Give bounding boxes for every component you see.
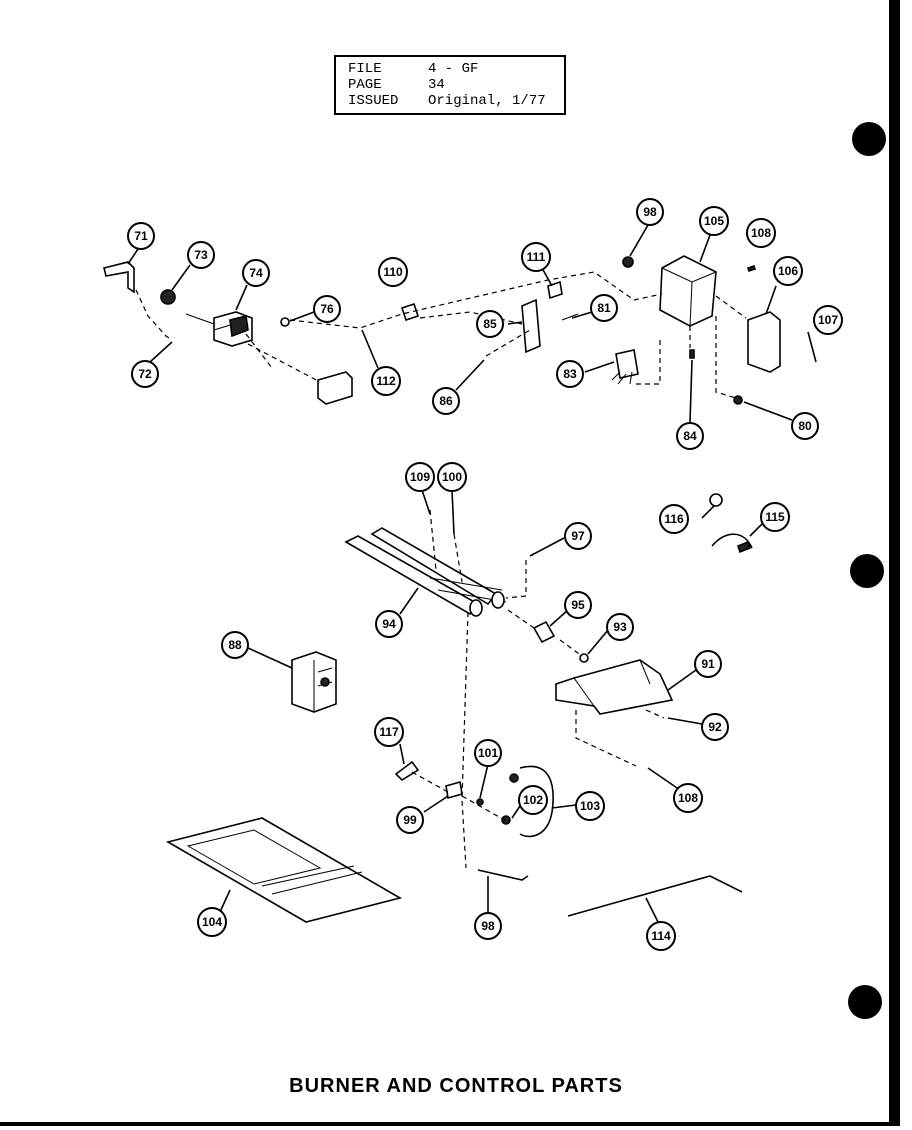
callout-99: 99 — [396, 806, 424, 834]
svg-text:72: 72 — [138, 367, 152, 381]
svg-text:91: 91 — [701, 657, 715, 671]
svg-text:84: 84 — [683, 429, 697, 443]
svg-text:108: 108 — [751, 226, 771, 240]
svg-text:98: 98 — [481, 919, 495, 933]
svg-text:108: 108 — [678, 791, 698, 805]
svg-text:107: 107 — [818, 313, 838, 327]
callout-104: 104 — [197, 907, 227, 937]
binder-hole-middle — [850, 554, 884, 588]
callout-80: 80 — [791, 412, 819, 440]
callout-85: 85 — [476, 310, 504, 338]
part-shapes — [103, 255, 781, 923]
callouts: 71 72 73 74 76 110 112 111 85 81 86 83 8… — [127, 198, 843, 951]
callout-111: 111 — [521, 242, 551, 272]
svg-text:94: 94 — [382, 617, 396, 631]
callout-107: 107 — [813, 305, 843, 335]
file-label: FILE — [348, 61, 382, 77]
svg-text:85: 85 — [483, 317, 497, 331]
svg-text:71: 71 — [134, 229, 148, 243]
callout-108-top: 108 — [746, 218, 776, 248]
callout-83: 83 — [556, 360, 584, 388]
svg-text:114: 114 — [651, 929, 671, 943]
svg-text:100: 100 — [442, 470, 462, 484]
callout-88: 88 — [221, 631, 249, 659]
callout-84: 84 — [676, 422, 704, 450]
callout-100: 100 — [437, 462, 467, 492]
svg-text:110: 110 — [383, 265, 403, 279]
callout-115: 115 — [760, 502, 790, 532]
svg-text:86: 86 — [439, 394, 453, 408]
binder-hole-top — [852, 122, 886, 156]
issued-value: Original, 1/77 — [428, 93, 546, 109]
svg-text:115: 115 — [765, 510, 785, 524]
svg-text:97: 97 — [571, 529, 585, 543]
svg-text:88: 88 — [228, 638, 242, 652]
svg-text:111: 111 — [527, 250, 546, 264]
callout-94: 94 — [375, 610, 403, 638]
svg-text:99: 99 — [403, 813, 417, 827]
callout-93: 93 — [606, 613, 634, 641]
callout-73: 73 — [187, 241, 215, 269]
callout-114: 114 — [646, 921, 676, 951]
svg-text:112: 112 — [376, 374, 396, 388]
callout-98-top: 98 — [636, 198, 664, 226]
page-value: 34 — [428, 77, 445, 93]
callout-103: 103 — [575, 791, 605, 821]
svg-text:73: 73 — [194, 248, 208, 262]
callout-108-bottom: 108 — [673, 783, 703, 813]
svg-text:74: 74 — [249, 266, 263, 280]
callout-101: 101 — [474, 739, 502, 767]
callout-86: 86 — [432, 387, 460, 415]
callout-92: 92 — [701, 713, 729, 741]
svg-text:80: 80 — [798, 419, 812, 433]
file-info-box: FILE 4 - GF PAGE 34 ISSUED Original, 1/77 — [334, 55, 566, 115]
callout-117: 117 — [374, 717, 404, 747]
issued-label: ISSUED — [348, 93, 399, 109]
page-label: PAGE — [348, 77, 382, 93]
svg-text:105: 105 — [704, 214, 724, 228]
callout-74: 74 — [242, 259, 270, 287]
callout-109: 109 — [405, 462, 435, 492]
callout-102: 102 — [518, 785, 548, 815]
svg-text:117: 117 — [379, 725, 399, 739]
svg-text:93: 93 — [613, 620, 627, 634]
callout-81: 81 — [590, 294, 618, 322]
svg-text:83: 83 — [563, 367, 577, 381]
callout-97: 97 — [564, 522, 592, 550]
diagram-title: BURNER AND CONTROL PARTS — [289, 1075, 623, 1097]
binder-hole-bottom — [848, 985, 882, 1019]
callout-95: 95 — [564, 591, 592, 619]
svg-text:106: 106 — [778, 264, 798, 278]
callout-71: 71 — [127, 222, 155, 250]
svg-text:109: 109 — [410, 470, 430, 484]
callout-76: 76 — [313, 295, 341, 323]
callout-leaders — [127, 224, 817, 923]
callout-112: 112 — [371, 366, 401, 396]
svg-text:98: 98 — [643, 205, 657, 219]
svg-text:81: 81 — [597, 301, 611, 315]
callout-116: 116 — [659, 504, 689, 534]
callout-105: 105 — [699, 206, 729, 236]
svg-text:116: 116 — [664, 512, 684, 526]
file-value: 4 - GF — [428, 61, 479, 77]
callout-110: 110 — [378, 257, 408, 287]
callout-106: 106 — [773, 256, 803, 286]
svg-text:102: 102 — [523, 793, 543, 807]
svg-text:95: 95 — [571, 598, 585, 612]
callout-98-bottom: 98 — [474, 912, 502, 940]
svg-text:101: 101 — [478, 746, 498, 760]
svg-text:103: 103 — [580, 799, 600, 813]
svg-text:92: 92 — [708, 720, 722, 734]
callout-72: 72 — [131, 360, 159, 388]
svg-text:76: 76 — [320, 302, 334, 316]
svg-text:104: 104 — [202, 915, 222, 929]
callout-91: 91 — [694, 650, 722, 678]
